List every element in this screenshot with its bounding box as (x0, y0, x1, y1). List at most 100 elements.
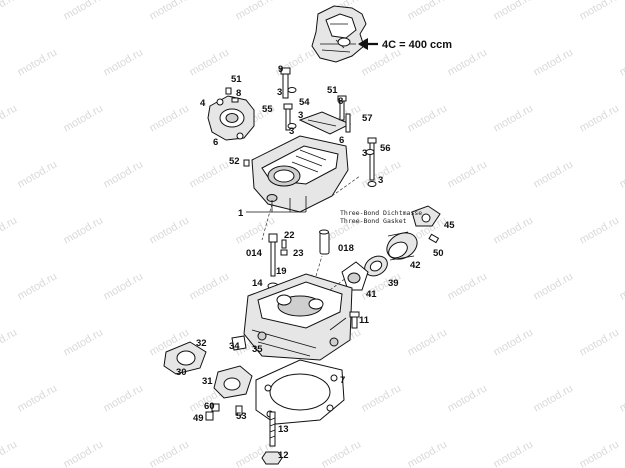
watermark-text: motod.ru (16, 158, 60, 190)
cylinder-head-cover (251, 135, 349, 213)
watermark-text: motod.ru (62, 326, 106, 358)
watermark-text: motod.ru (578, 102, 622, 134)
watermark-text: motod.ru (360, 382, 404, 414)
part-label: 39 (388, 278, 399, 289)
watermark-text: motod.ru (148, 214, 192, 246)
exhaust-clamp-45 (411, 205, 441, 227)
engine-note-label: 4C = 400 ccm (382, 39, 452, 51)
part-label: 22 (284, 230, 295, 241)
engine-thumbnail (311, 5, 378, 63)
watermark-text: motod.ru (492, 326, 536, 358)
part-label: 54 (299, 97, 310, 108)
exhaust-gasket-39 (364, 255, 388, 277)
sealant-note-2: Three-Bond Gasket (340, 217, 407, 225)
part-label: 60 (204, 401, 215, 412)
part-label: 3 (277, 87, 282, 98)
watermark-text: motod.ru (492, 438, 536, 468)
sealant-note-1: Three-Bond Dichtmasse (340, 209, 422, 217)
watermark-text: motod.ru (532, 158, 576, 190)
part-label: 45 (444, 220, 455, 231)
intake-flange-31 (213, 365, 253, 399)
part-label: 13 (278, 424, 289, 435)
watermark-text: motod.ru (62, 0, 106, 23)
watermark-text: motod.ru (406, 102, 450, 134)
part-label: 31 (202, 376, 213, 387)
exhaust-gasket-41 (341, 261, 369, 291)
part-label: 12 (278, 450, 289, 461)
part-label: 11 (359, 315, 370, 326)
part-label: 3 (289, 126, 294, 137)
watermark-text: motod.ru (148, 102, 192, 134)
watermark-text: motod.ru (102, 382, 146, 414)
watermark-text: motod.ru (0, 102, 19, 134)
part-label: 50 (433, 248, 444, 259)
plug-34-35 (231, 335, 247, 351)
watermark-text: motod.ru (0, 0, 19, 23)
part-label: 35 (252, 344, 263, 355)
watermark-text: motod.ru (0, 438, 19, 468)
watermark-text: motod.ru (578, 214, 622, 246)
part-label: 19 (276, 266, 287, 277)
watermark-text: motod.ru (16, 382, 60, 414)
watermark-text: motod.ru (234, 0, 278, 23)
watermark-text: motod.ru (102, 158, 146, 190)
part-label: 32 (196, 338, 207, 349)
head-gasket-7 (255, 359, 345, 425)
watermark-text: motod.ru (406, 0, 450, 23)
watermark-text: motod.ru (492, 214, 536, 246)
watermark-text: motod.ru (360, 46, 404, 78)
part-label: 6 (339, 135, 344, 146)
watermark-text: motod.ru (618, 46, 625, 78)
part-label: 57 (362, 113, 373, 124)
watermark-text: motod.ru (406, 438, 450, 468)
watermark-text: motod.ru (532, 382, 576, 414)
part-label: 6 (213, 137, 218, 148)
part-label: 52 (229, 156, 240, 167)
part-label: 41 (366, 289, 377, 300)
part-label: 14 (252, 278, 263, 289)
watermark-text: motod.ru (148, 0, 192, 23)
part-label: 8 (338, 96, 343, 107)
watermark-text: motod.ru (148, 438, 192, 468)
part-label: 51 (327, 85, 338, 96)
watermark-text: motod.ru (446, 46, 490, 78)
exhaust-sleeve-42 (386, 231, 418, 261)
part-label: 8 (236, 88, 241, 99)
watermark-text: motod.ru (320, 438, 364, 468)
part-label: 56 (380, 143, 391, 154)
part-label: 51 (231, 74, 242, 85)
watermark-text: motod.ru (0, 214, 19, 246)
watermark-text: motod.ru (102, 46, 146, 78)
part-label: 34 (229, 341, 240, 352)
part-label: 018 (338, 243, 354, 254)
watermark-text: motod.ru (532, 270, 576, 302)
watermark-text: motod.ru (0, 326, 19, 358)
part-label: 42 (410, 260, 421, 271)
watermark-text: motod.ru (578, 0, 622, 23)
watermark-text: motod.ru (446, 382, 490, 414)
part-label: 55 (262, 104, 273, 115)
screws-60-53-49 (205, 403, 243, 421)
dowel-pin-018 (319, 229, 330, 255)
bolt-11 (349, 311, 360, 329)
watermark-text: motod.ru (16, 270, 60, 302)
watermark-text: motod.ru (188, 46, 232, 78)
part-label: 4 (200, 98, 206, 109)
part-label: 7 (340, 375, 345, 386)
part-label: 3 (362, 148, 367, 159)
part-label: 30 (176, 367, 187, 378)
watermark-text: motod.ru (618, 382, 625, 414)
bolt-50 (428, 233, 440, 244)
watermark-text: motod.ru (532, 46, 576, 78)
watermark-text: motod.ru (188, 158, 232, 190)
part-label: 1 (238, 208, 244, 219)
watermark-text: motod.ru (102, 270, 146, 302)
watermark-text: motod.ru (406, 326, 450, 358)
watermark-text: motod.ru (62, 102, 106, 134)
watermark-text: motod.ru (188, 270, 232, 302)
part-label: 3 (378, 175, 383, 186)
part-label: 53 (236, 411, 247, 422)
watermark-text: motod.ru (62, 438, 106, 468)
watermark-text: motod.ru (578, 438, 622, 468)
